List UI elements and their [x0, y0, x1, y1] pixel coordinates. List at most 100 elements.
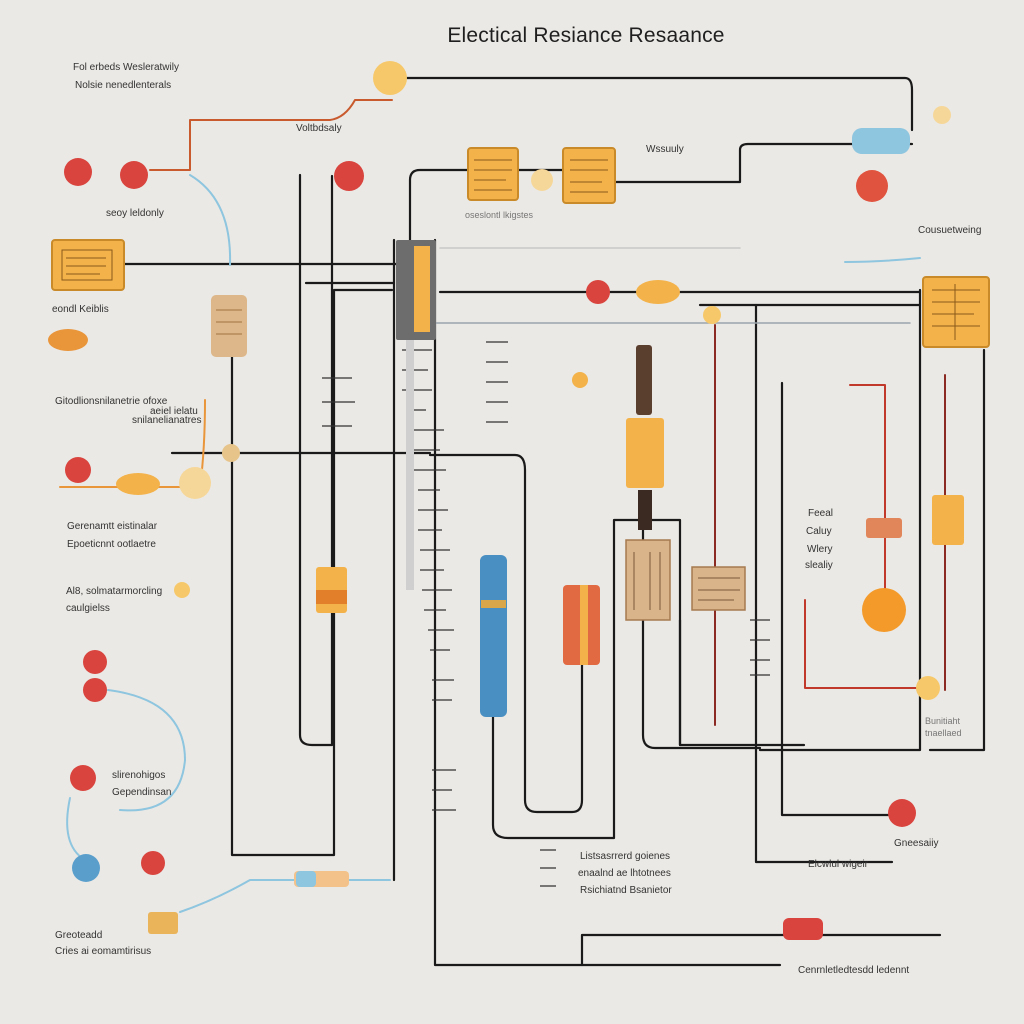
node-red-11: [888, 799, 916, 827]
chip-right: [922, 276, 990, 348]
wire-left-u: [298, 173, 334, 747]
wire-lightblue-5: [844, 257, 921, 263]
resistor-amber: [626, 418, 664, 488]
wire-lightblue-2: [66, 797, 86, 861]
label-elcwlul: Elcwlul wigeir: [808, 859, 869, 870]
wire-right-top: [598, 142, 914, 184]
label-tnaellaed: tnaellaed: [925, 728, 962, 738]
chip-top-2: [562, 147, 616, 204]
label-slealiy: slealiy: [805, 560, 833, 571]
resistor-dark-2: [638, 490, 652, 530]
capacitor-blue: [480, 555, 507, 717]
ticks-col-498: [486, 341, 508, 423]
resistor-bottom-right: [783, 918, 823, 940]
label-eondl-keiblis: eondl Keiblis: [52, 304, 109, 315]
node-orange-1: [636, 280, 680, 304]
label-cenrnletledtesdd: Cenrnletledtesdd ledennt: [798, 965, 910, 976]
chip-tan-2: [691, 566, 746, 611]
label-aeiel: aeiel ielatu: [150, 406, 198, 417]
chip-tan-1: [625, 539, 671, 621]
wire-ticks: [322, 341, 770, 887]
label-slirenohigos: slirenohigos: [112, 770, 166, 781]
label-nolsie: Nolsie nenedlenterals: [75, 80, 172, 91]
chip-left: [51, 239, 125, 291]
label-gepend: Gependinsan: [112, 787, 172, 798]
label-enaalnd: enaalnd ae lhtotnees: [578, 868, 671, 879]
wire-far-right: [758, 288, 922, 752]
label-gneesaiiy: Gneesaiiy: [894, 838, 939, 849]
label-listsasrrerd: Listsasrrerd goienes: [580, 851, 671, 862]
label-gitodlion: Gitodlionsnilanetrie ofoxe: [55, 396, 168, 407]
node-red-2: [120, 161, 148, 189]
wire-red-loop: [849, 384, 886, 601]
resistor-orange-band: [316, 590, 347, 604]
wire-right-main: [754, 303, 894, 864]
node-red-10: [141, 851, 165, 875]
node-orange-5: [862, 588, 906, 632]
wire-network: [123, 76, 986, 967]
node-orange-4: [572, 372, 588, 388]
wire-lightblue-1: [189, 174, 232, 266]
label-caulgielss: caulgielss: [66, 603, 110, 614]
label-snilanelianatres: snilanelianatres: [132, 415, 202, 426]
label-epoeticnnt: Epoeticnnt ootlaetre: [67, 539, 156, 550]
wire-top-loop: [403, 76, 914, 132]
ticks-col-760: [750, 619, 770, 676]
resistor-red-right: [866, 518, 902, 538]
node-amber-4: [916, 676, 940, 700]
node-red-4: [856, 170, 888, 202]
diagram-title: Electical Resiance Resaance: [447, 24, 725, 47]
wire-lightblue-3: [107, 689, 186, 812]
capacitor-blue-band: [481, 600, 506, 608]
node-red-6: [65, 457, 91, 483]
node-orange-2: [48, 329, 88, 351]
node-red-5: [586, 280, 610, 304]
ticks-col-420: [402, 349, 456, 811]
node-orange-3: [116, 473, 160, 495]
component-bottom-left: [148, 912, 178, 934]
label-fol-erbeds: Fol erbeds Wesleratwily: [73, 62, 179, 73]
node-red-7: [83, 650, 107, 674]
node-blue: [72, 854, 100, 882]
wire-vertical-435: [433, 238, 782, 967]
central-column-resistor: [396, 240, 436, 590]
chip-top-1: [467, 147, 519, 201]
label-cries: Cries ai eomamtirisus: [55, 946, 152, 957]
node-amber-3: [531, 169, 553, 191]
wire-lightblue-4: [179, 879, 391, 913]
wire-center-u: [428, 453, 584, 814]
node-junction: [222, 444, 240, 462]
node-amber-5: [174, 582, 190, 598]
label-bunitiaht: Bunitiaht: [925, 716, 961, 726]
wire-big-u: [230, 288, 394, 857]
node-amber-7: [933, 106, 951, 124]
node-red-8: [83, 678, 107, 702]
ic-chips: [51, 147, 990, 621]
resistor-dark: [636, 345, 652, 415]
node-red-3: [334, 161, 364, 191]
label-wssuuly: Wssuuly: [646, 144, 684, 155]
label-al8: Al8, solmatarmorcling: [66, 586, 163, 597]
node-amber-2: [179, 467, 211, 499]
wire-bottom: [580, 933, 942, 967]
label-cousuetweing: Cousuetweing: [918, 225, 982, 236]
node-amber-top: [373, 61, 407, 95]
label-voltbdsaly: Voltbdsaly: [296, 123, 342, 134]
wire-right-u2: [780, 381, 892, 817]
wire-mid-u: [491, 518, 806, 840]
label-wlery: Wlery: [807, 544, 833, 555]
wire-right-u: [641, 518, 762, 750]
label-greoteadd: Greoteadd: [55, 930, 103, 941]
wire-copper-top: [149, 99, 393, 171]
wire-red-right: [804, 599, 931, 689]
capacitor-small-right: [932, 495, 964, 545]
label-caluy: Caluy: [806, 526, 832, 537]
label-seoy: seoy leldonly: [106, 208, 164, 219]
wire-center-top: [408, 168, 602, 242]
label-rsichiatnd: Rsichiatnd Bsanietor: [580, 885, 672, 896]
label-feeal: Feeal: [808, 508, 834, 519]
label-oseslontl: oseslontl lkigstes: [465, 210, 534, 220]
capacitor-bottom-band: [296, 871, 316, 887]
